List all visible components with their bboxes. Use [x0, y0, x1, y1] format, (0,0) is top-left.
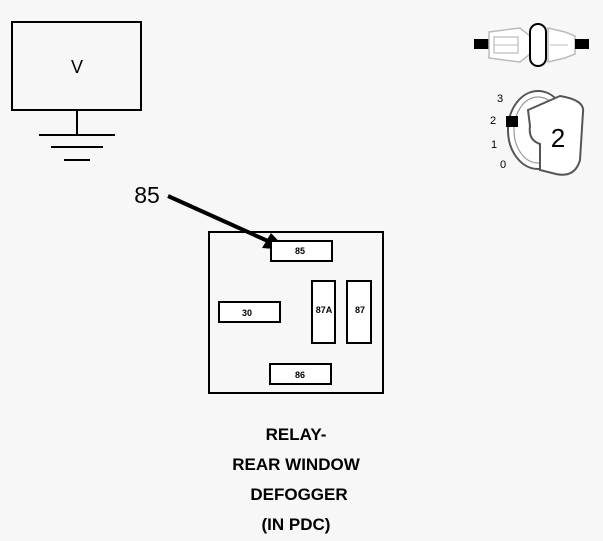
pointer-label: 85	[134, 182, 160, 208]
pin-86-label: 86	[295, 370, 305, 380]
voltmeter-label: V	[71, 57, 83, 77]
pin-85-label: 85	[295, 246, 305, 256]
relay-outline	[208, 231, 384, 394]
ignition-position-3: 3	[497, 93, 503, 105]
ignition-position-0: 0	[500, 159, 506, 171]
caption-line-1: RELAY-	[265, 425, 327, 444]
relay-pin-87a: 87A	[311, 280, 336, 344]
relay-body: 85 30 87A 87 86	[208, 231, 384, 394]
caption-line-4: (IN PDC)	[261, 515, 331, 534]
relay-pin-85: 85	[270, 240, 333, 262]
caption-line-2: REAR WINDOW	[232, 455, 360, 474]
pin-87-label: 87	[355, 305, 365, 315]
pin-30-label: 30	[242, 308, 252, 318]
ignition-selected-position: 2	[551, 123, 565, 153]
caption-line-3: DEFOGGER	[250, 485, 348, 504]
pointer-arrow	[167, 194, 287, 250]
pin-87a-label: 87A	[316, 305, 333, 315]
relay-pin-30: 30	[218, 301, 281, 323]
ignition-position-1: 1	[491, 139, 497, 151]
connector-icon	[474, 23, 589, 67]
ground-icon	[39, 134, 115, 161]
ignition-key-icon: 3 2 1 0 2	[490, 90, 585, 176]
relay-pin-87: 87	[346, 280, 372, 344]
ignition-position-2: 2	[490, 115, 496, 127]
voltmeter-symbol: V	[11, 21, 142, 161]
relay-pin-86: 86	[269, 363, 332, 385]
